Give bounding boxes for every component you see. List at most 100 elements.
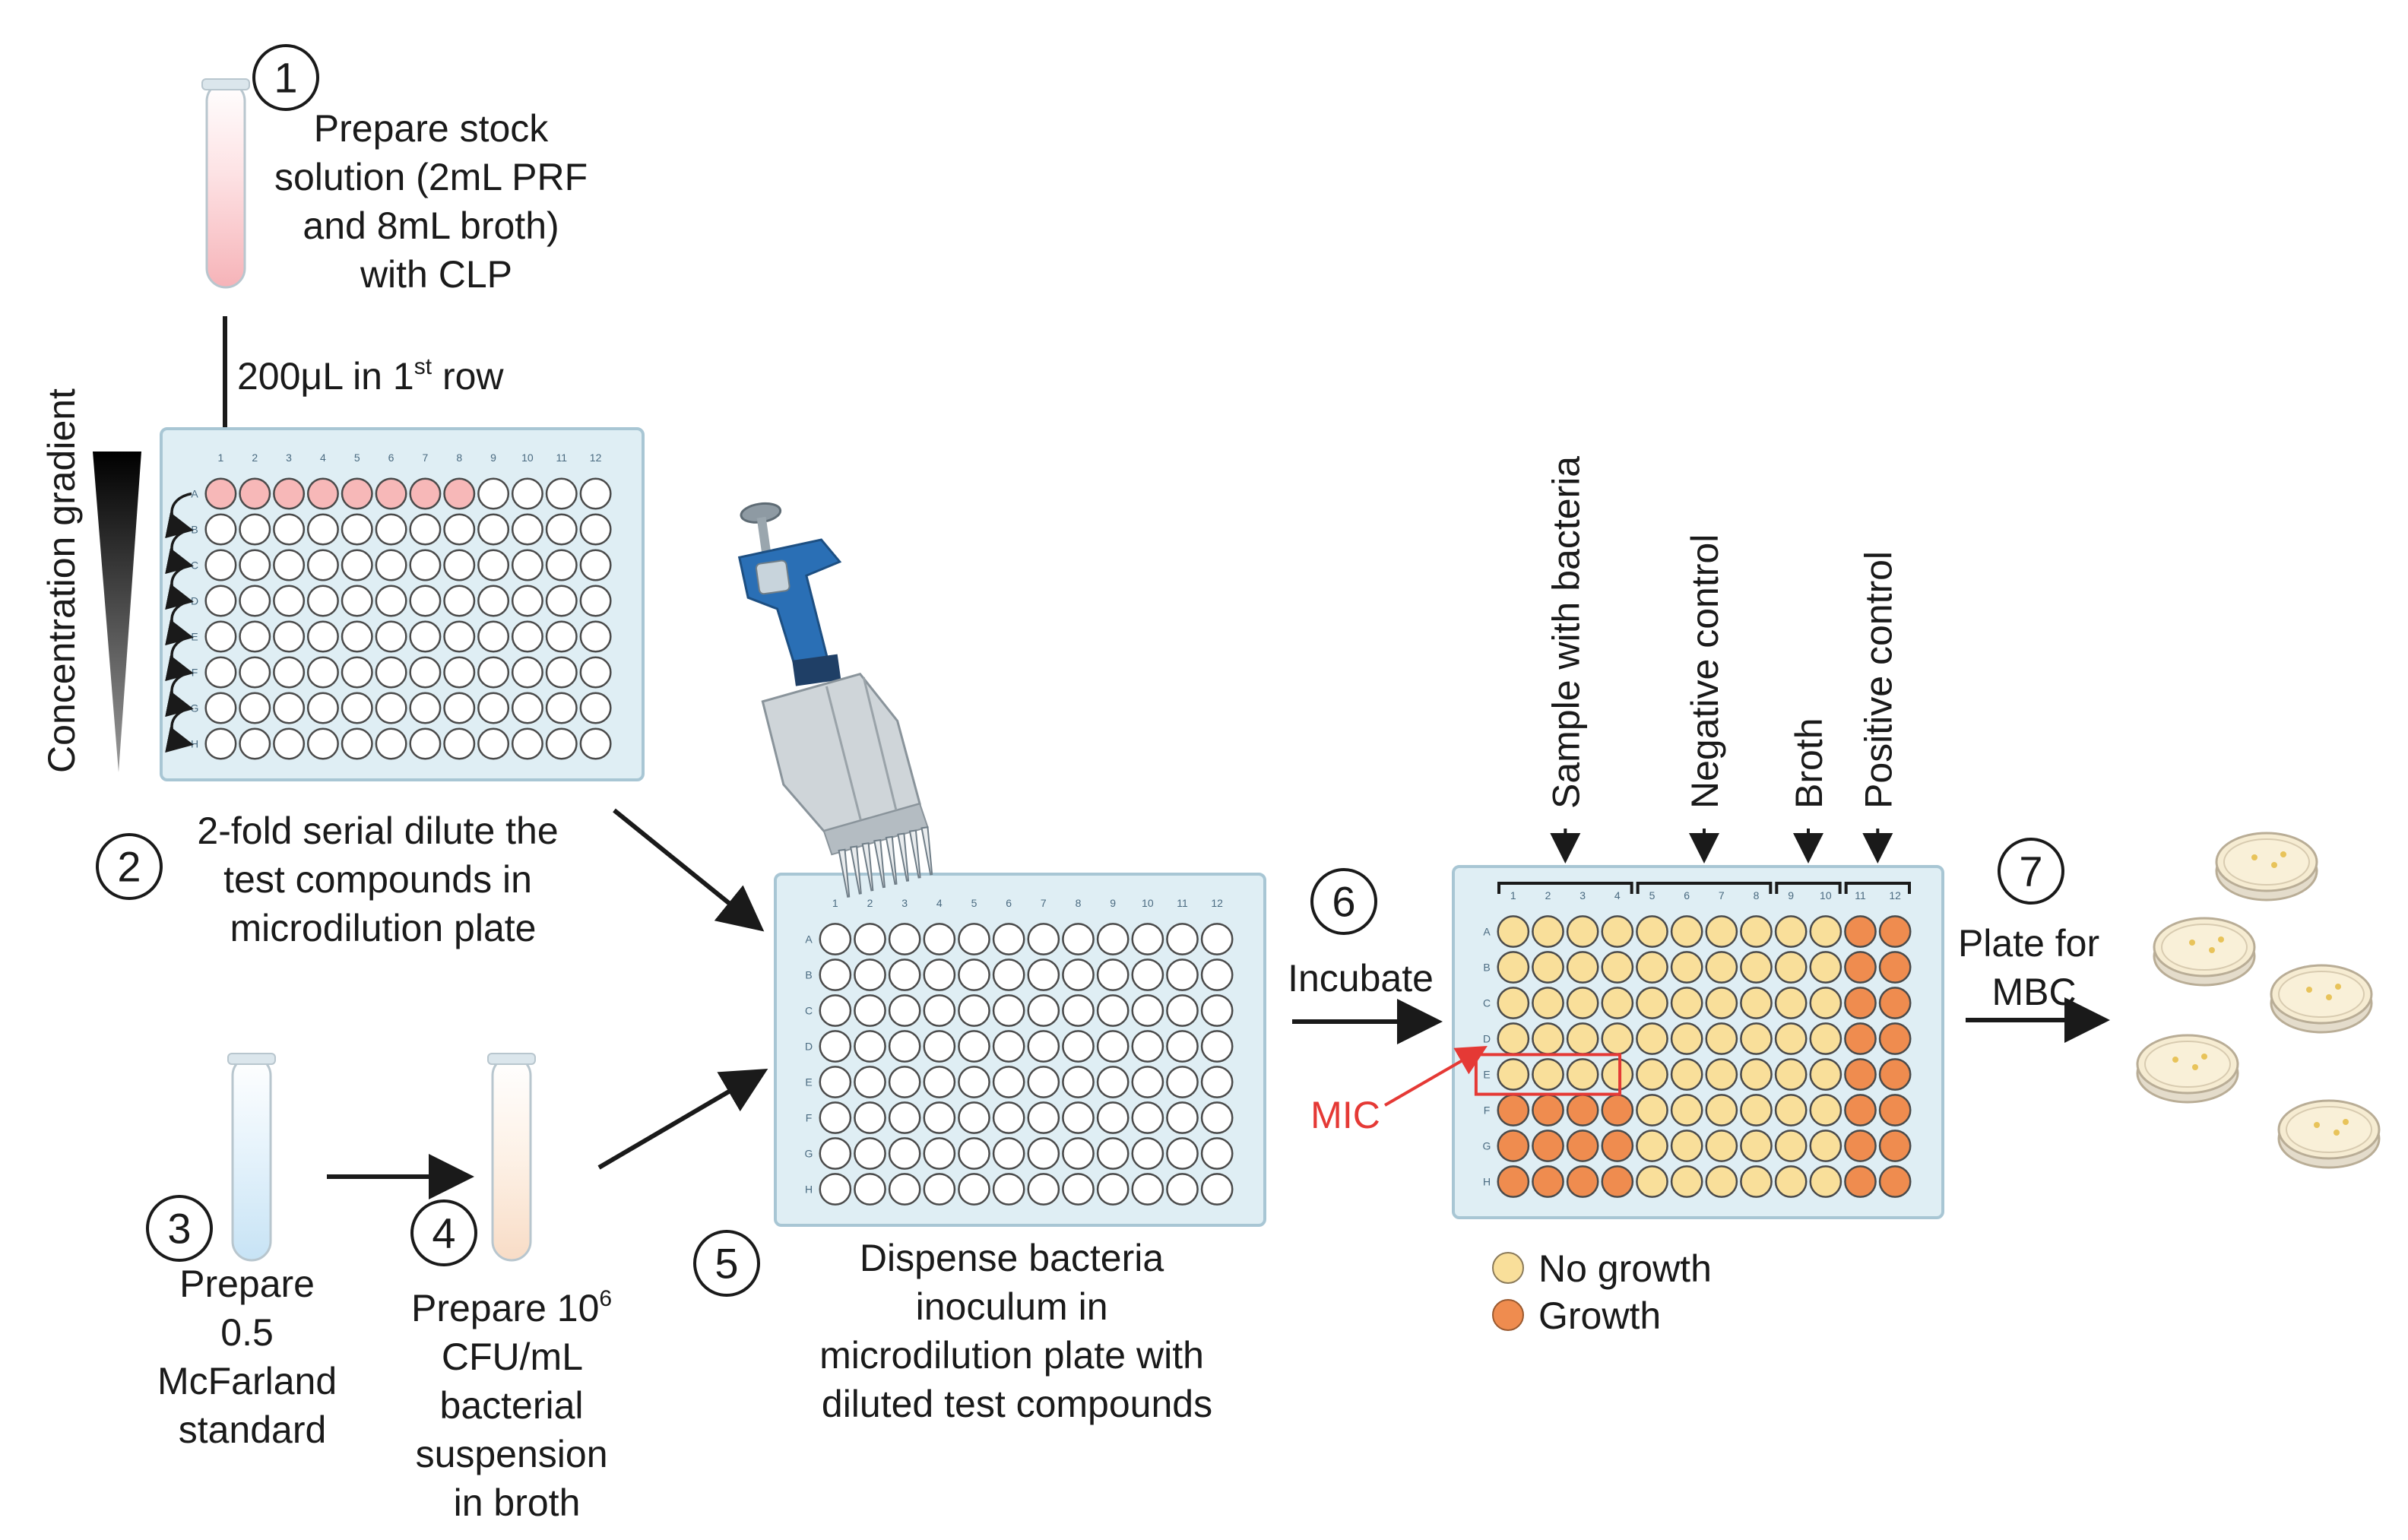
- step-5-number: 5: [714, 1240, 738, 1288]
- inoculation-plate-well: [1166, 923, 1199, 955]
- dilution-plate-well: [239, 585, 271, 617]
- result-plate-well: [1566, 1058, 1599, 1091]
- result-plate-well: [1705, 1165, 1738, 1198]
- dilution-plate-well: [204, 549, 237, 581]
- dilution-plate-well: [375, 692, 407, 724]
- inoculation-plate-well: [992, 1173, 1025, 1206]
- dilution-plate-well: [341, 727, 373, 760]
- inoculation-plate-well: [1166, 1137, 1199, 1170]
- dilution-plate-well: [443, 727, 476, 760]
- inoculation-plate-well: [1166, 994, 1199, 1027]
- dilution-plate-well: [306, 620, 339, 653]
- inoculation-plate-well: [1200, 1101, 1234, 1134]
- result-plate-well: [1497, 1165, 1530, 1198]
- result-plate-well: [1532, 915, 1564, 948]
- result-plate-well: [1774, 1165, 1808, 1198]
- colony: [2218, 936, 2224, 943]
- pipette-tip: [861, 842, 874, 892]
- inoculation-plate-well: [1096, 923, 1130, 955]
- group-bracket: [1636, 882, 1773, 894]
- result-plate-well: [1809, 1165, 1842, 1198]
- dilution-plate-well: [306, 656, 339, 689]
- colony: [2334, 1130, 2340, 1136]
- inoculation-plate-well: [1096, 1137, 1130, 1170]
- result-plate-col-label: 12: [1889, 889, 1901, 902]
- step-2-text: 2-fold serial dilute the test compounds …: [197, 810, 569, 949]
- step-7-badge: 7: [1998, 838, 2064, 905]
- step-3-badge: 3: [146, 1195, 213, 1262]
- inoculation-plate-col-label: 6: [1006, 897, 1012, 909]
- dilution-plate-well: [273, 477, 306, 510]
- inoculation-plate-well: [1062, 1030, 1095, 1063]
- inoculation-plate-well: [958, 1101, 990, 1134]
- pipette-tip: [908, 829, 921, 879]
- result-plate-well: [1532, 1130, 1564, 1162]
- result-plate-col-label: 10: [1820, 889, 1832, 902]
- step-4-line-1: Prepare 10: [411, 1287, 599, 1329]
- dilution-plate-well: [579, 477, 612, 510]
- inoculation-plate-well: [1062, 1137, 1095, 1170]
- dilution-plate-well: [239, 656, 271, 689]
- result-plate-well: [1809, 1094, 1842, 1126]
- inoculation-plate-well: [888, 1066, 921, 1098]
- dilution-plate-well: [477, 549, 510, 581]
- result-plate-col-label: 2: [1545, 889, 1551, 902]
- result-plate-well: [1878, 1094, 1912, 1126]
- colony: [2280, 851, 2286, 857]
- pipette-tip: [885, 835, 898, 886]
- dilution-plate-well: [409, 620, 442, 653]
- result-plate-row-label: H: [1483, 1176, 1491, 1188]
- step-7-line-1: Plate for: [1958, 922, 2099, 965]
- group-bracket: [1775, 882, 1842, 894]
- result-plate-well: [1636, 1165, 1668, 1198]
- result-plate-well: [1878, 987, 1912, 1019]
- step-5-text: Dispense bacteria inoculum in microdilut…: [819, 1237, 1215, 1425]
- dilution-plate-well: [579, 513, 612, 546]
- result-plate-well: [1532, 1094, 1564, 1126]
- dilution-plate-well: [204, 477, 237, 510]
- inoculation-plate-well: [888, 1030, 921, 1063]
- colony: [2271, 862, 2277, 868]
- inoculation-plate-well: [1062, 994, 1095, 1027]
- result-plate-well: [1774, 1130, 1808, 1162]
- inoculation-plate-col-label: 1: [832, 897, 838, 909]
- step-3-line-1: Prepare: [179, 1263, 315, 1305]
- dilution-plate-well: [375, 513, 407, 546]
- result-plate-well: [1809, 987, 1842, 1019]
- dilution-plate-row-label: C: [191, 559, 198, 572]
- step-4-text: Prepare 106 CFU/mL bacterial suspension …: [411, 1272, 623, 1524]
- result-plate-well: [1844, 1094, 1877, 1126]
- inoculation-plate-well: [1200, 1066, 1234, 1098]
- petri-dish: [2136, 1034, 2239, 1104]
- inoculation-plate-well: [958, 959, 990, 991]
- dilution-plate-well: [477, 477, 510, 510]
- result-plate-well: [1705, 1094, 1738, 1126]
- dilution-plate-well: [239, 727, 271, 760]
- result-plate-row-label: C: [1483, 997, 1491, 1009]
- petri-dish: [2270, 964, 2373, 1034]
- colony: [2209, 947, 2215, 953]
- step-3-line-4: standard: [179, 1408, 327, 1451]
- dilution-plate-well: [545, 477, 578, 510]
- inoculation-plate-well: [854, 1066, 886, 1098]
- step-4-line-2: CFU/mL: [442, 1336, 582, 1378]
- dilution-plate-well: [409, 585, 442, 617]
- result-plate-well: [1844, 1130, 1877, 1162]
- inoculation-plate-well: [819, 994, 852, 1027]
- result-plate-well: [1740, 1165, 1773, 1198]
- group-bracket: [1497, 882, 1633, 894]
- dilution-plate-well: [341, 620, 373, 653]
- inoculation-plate-well: [1096, 1066, 1130, 1098]
- dilution-plate-well: [545, 620, 578, 653]
- dilution-plate-well: [443, 692, 476, 724]
- inoculation-plate-well: [1131, 1030, 1164, 1063]
- dilution-plate-well: [511, 620, 543, 653]
- result-plate-well: [1844, 1165, 1877, 1198]
- result-plate-well: [1497, 1094, 1530, 1126]
- inoculation-plate-well: [1096, 1030, 1130, 1063]
- result-plate-well: [1740, 987, 1773, 1019]
- dilution-plate-well: [545, 656, 578, 689]
- inoculation-plate-well: [992, 1137, 1025, 1170]
- dilution-plate-well: [409, 656, 442, 689]
- result-plate-well: [1878, 1022, 1912, 1055]
